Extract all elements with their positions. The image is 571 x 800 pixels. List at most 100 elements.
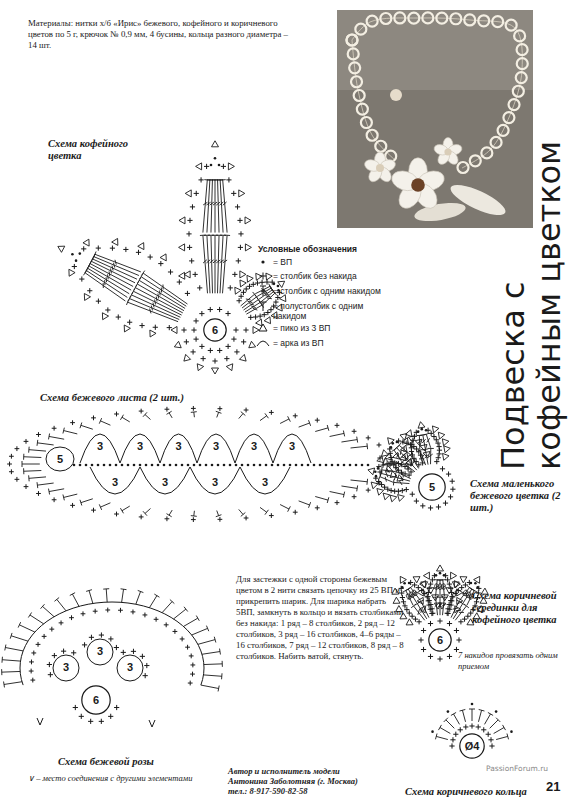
sc-stitch — [352, 429, 357, 434]
dc-stitch — [223, 235, 231, 293]
chain-stitch — [79, 252, 82, 255]
dc-stitch — [89, 261, 133, 287]
chain-stitch — [447, 710, 450, 713]
legend-symbol — [259, 324, 267, 331]
chain-stitch — [157, 464, 160, 467]
sc-stitch — [449, 743, 454, 748]
photo-light — [337, 10, 533, 90]
hdc-stitch — [143, 412, 151, 419]
sc-stitch — [401, 599, 406, 604]
circle-outline — [419, 474, 445, 500]
dc-stitch — [220, 180, 227, 233]
sc-stitch — [352, 494, 357, 499]
sc-stitch — [236, 258, 241, 263]
sc-stitch — [454, 628, 459, 633]
round-center: 5 — [418, 473, 446, 501]
picot — [266, 273, 272, 280]
sc-stitch — [143, 673, 148, 678]
ring — [361, 117, 372, 128]
chain-stitch — [133, 464, 136, 467]
picot — [437, 565, 444, 571]
sc-stitch — [445, 611, 450, 616]
sc-stitch — [165, 516, 170, 521]
ring — [349, 62, 360, 73]
chain-stitch — [91, 464, 94, 467]
ring — [470, 155, 481, 166]
ring — [357, 104, 368, 115]
dc-stitch — [246, 302, 263, 314]
dc-stitch — [416, 435, 422, 449]
hdc-stitch — [315, 497, 329, 503]
sc-stitch — [96, 245, 101, 250]
sc-stitch — [418, 637, 423, 642]
hdc-stitch — [10, 633, 28, 641]
sc-stitch — [139, 323, 144, 328]
chain-stitch — [71, 253, 74, 256]
picot — [197, 364, 203, 371]
sc-stitch — [428, 607, 433, 612]
sc-stitch — [448, 494, 453, 499]
circle-outline — [429, 629, 451, 651]
sc-stitch — [244, 408, 249, 413]
sc-stitch — [31, 651, 36, 656]
sc-stitch — [193, 318, 198, 323]
circle-number: 6 — [93, 694, 99, 706]
sc-stitch — [208, 348, 213, 353]
sc-stitch — [47, 662, 52, 667]
sc-stitch — [164, 622, 169, 627]
sc-stitch — [153, 325, 158, 330]
sc-stitch — [198, 177, 203, 182]
sc-stitch — [69, 615, 74, 620]
picot — [452, 582, 459, 588]
picot — [84, 294, 90, 301]
picot — [438, 432, 445, 439]
hdc-stitch — [202, 649, 220, 655]
sc-stitch — [315, 418, 320, 423]
picot — [69, 269, 75, 276]
sc-stitch — [410, 492, 415, 497]
sc-stitch — [114, 412, 119, 417]
chain-stitch — [265, 464, 268, 467]
sc-stitch — [173, 629, 178, 634]
sc-stitch — [366, 488, 371, 493]
sc-stitch — [421, 647, 426, 652]
sc-stitch — [114, 512, 119, 517]
sc-stitch — [190, 663, 195, 668]
sc-stitch — [481, 727, 486, 732]
sc-stitch — [225, 311, 230, 316]
photo-background — [337, 10, 533, 228]
hdc-stitch — [494, 725, 506, 734]
dc-stitch — [415, 602, 427, 619]
ring — [457, 162, 468, 173]
sc-stitch — [458, 619, 463, 624]
dc-stitch — [204, 235, 210, 293]
chain-stitch — [259, 464, 262, 467]
chain-stitch — [109, 464, 112, 467]
hdc-stitch — [174, 607, 188, 619]
sc-stitch — [376, 464, 381, 469]
circle-outline — [204, 319, 226, 341]
sc-stitch — [390, 459, 395, 464]
sc-stitch — [136, 250, 141, 255]
ring — [394, 12, 405, 23]
picot — [174, 341, 181, 347]
chain-arch — [190, 467, 240, 494]
sc-stitch — [165, 407, 170, 412]
hdc-stitch — [167, 510, 173, 517]
chain-arch — [273, 434, 311, 463]
sc-stitch — [426, 602, 431, 607]
sc-stitch — [29, 660, 34, 665]
sc-stitch — [204, 164, 209, 169]
chain-stitch — [390, 446, 393, 449]
yarn-over-loop — [438, 584, 442, 590]
ring — [450, 13, 461, 24]
ring — [509, 99, 520, 110]
circle-number: 6 — [437, 634, 443, 646]
chain-stitch — [223, 464, 226, 467]
hdc-stitch — [24, 454, 42, 460]
sc-stitch — [407, 610, 412, 615]
sc-stitch — [73, 705, 78, 710]
chain-stitch — [361, 464, 364, 467]
hdc-stitch — [120, 415, 129, 422]
